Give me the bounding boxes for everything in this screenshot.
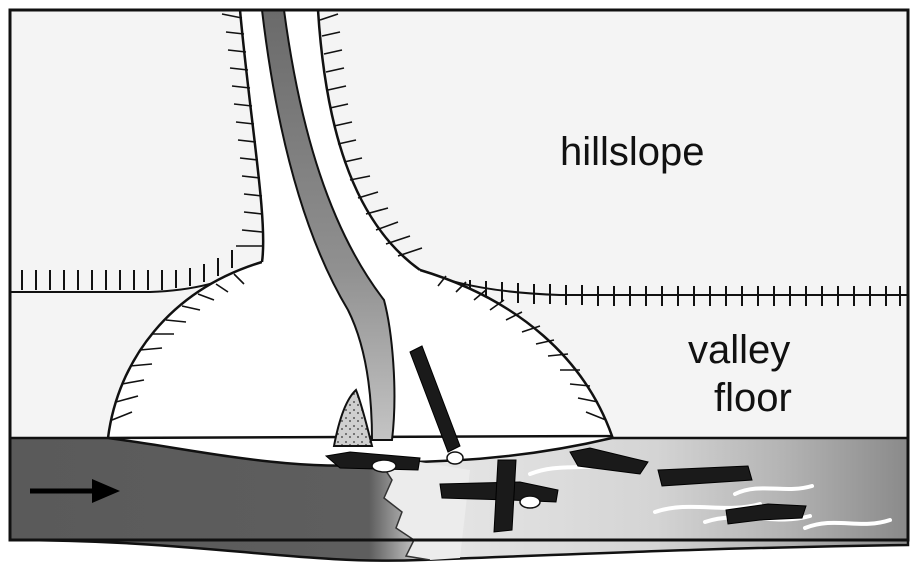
valley-floor-label-line1: valley: [688, 330, 790, 370]
hillslope-area: [10, 10, 908, 295]
valley-floor-label-line2: floor: [714, 378, 792, 418]
hillslope-label: hillslope: [560, 132, 705, 172]
